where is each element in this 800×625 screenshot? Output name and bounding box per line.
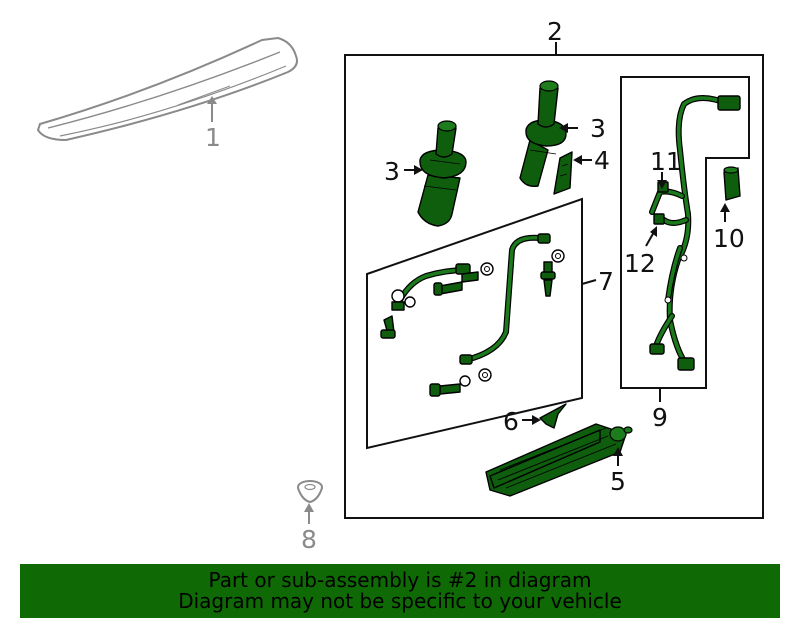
arrow-6 <box>532 415 541 425</box>
callout-10: 10 <box>713 224 745 253</box>
hose-kit-frame <box>366 197 583 450</box>
lift-cylinder-left-part-3 <box>417 120 467 227</box>
wiring-harness-part-9 <box>649 95 741 371</box>
grommet-part-8 <box>297 480 323 504</box>
sensor-module-part-10 <box>723 166 741 201</box>
callout-4: 4 <box>594 146 610 175</box>
leader-12 <box>645 231 655 247</box>
banner-line-2: Diagram may not be specific to your vehi… <box>178 589 622 613</box>
harness-frame <box>620 76 750 389</box>
banner-line-1: Part or sub-assembly is #2 in diagram <box>208 568 592 592</box>
arrow-3a <box>414 165 423 175</box>
callout-11: 11 <box>650 147 682 176</box>
lift-cylinder-right-part-3 <box>519 80 567 188</box>
callout-12: 12 <box>624 249 656 278</box>
callout-9: 9 <box>652 403 668 432</box>
callout-6: 6 <box>503 407 519 436</box>
callout-1: 1 <box>205 123 221 152</box>
spoiler-part-1 <box>36 36 298 142</box>
hose-kit-part-7 <box>380 233 565 397</box>
callout-3b: 3 <box>590 114 606 143</box>
arrow-11 <box>657 180 667 189</box>
callout-3a: 3 <box>384 157 400 186</box>
arrow-4 <box>573 155 582 165</box>
callout-2: 2 <box>547 17 563 46</box>
arrow-10 <box>720 203 730 212</box>
arrow-1 <box>207 96 217 104</box>
leader-7 <box>581 279 597 285</box>
arrow-8 <box>304 503 314 512</box>
callout-5: 5 <box>610 467 626 496</box>
arrow-5 <box>613 447 623 456</box>
assembly-2-frame <box>344 54 764 519</box>
bracket-part-4 <box>553 151 573 195</box>
callout-7: 7 <box>598 267 614 296</box>
arrow-3b <box>559 123 568 133</box>
arrow-12 <box>650 226 657 237</box>
notice-banner: Part or sub-assembly is #2 in diagram Di… <box>20 564 780 618</box>
callout-8: 8 <box>301 525 317 554</box>
parts-diagram: 1 8 2 3 3 4 7 <box>36 17 764 554</box>
clip-part-6 <box>539 403 567 429</box>
